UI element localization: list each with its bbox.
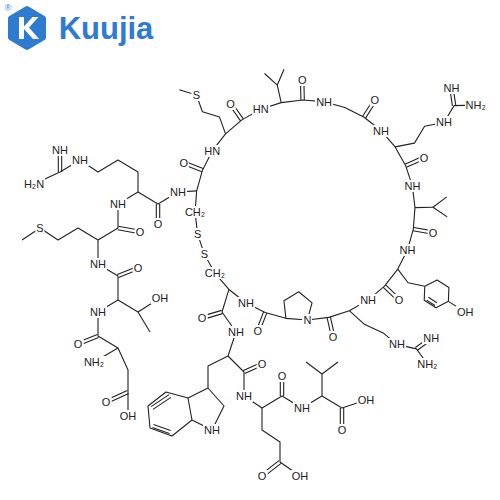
atom-label: OH <box>357 394 376 406</box>
bond-line <box>428 297 436 302</box>
bond-line <box>179 90 225 134</box>
atom-label: NH <box>315 96 333 108</box>
atom-label: NH <box>89 258 107 270</box>
logo-letter-shape <box>19 17 39 39</box>
atom-label: NH <box>388 338 406 350</box>
bond-line <box>153 397 171 409</box>
atom-label: NH <box>203 424 221 436</box>
atom-label: O <box>257 470 268 482</box>
atom-label: S <box>35 222 44 234</box>
atom-label: O <box>133 262 144 274</box>
atom-label: O <box>135 226 146 238</box>
bond-line <box>424 280 449 308</box>
atom-label: NH <box>293 402 311 414</box>
atom-label: NH <box>435 116 453 128</box>
bond-line <box>138 312 150 332</box>
atom-label: O <box>277 370 288 382</box>
bond-line <box>152 428 169 434</box>
bond-line <box>148 392 192 436</box>
atom-label: O <box>370 94 381 106</box>
atom-label: O <box>297 74 308 86</box>
bond-line <box>265 69 285 85</box>
logo-badge <box>11 9 43 47</box>
atom-label: NH <box>422 332 440 344</box>
atom-label: O <box>179 157 190 169</box>
atom-label: O <box>101 396 112 408</box>
atom-label: CH₂ <box>184 206 206 218</box>
bond-line <box>195 100 415 320</box>
atom-label: HN <box>252 103 270 115</box>
bond-line <box>208 356 228 388</box>
bond-line <box>306 362 322 396</box>
atom-label: O <box>394 294 405 306</box>
atom-label: HN <box>203 145 221 157</box>
bond-line <box>154 424 171 430</box>
atom-label: NH <box>403 180 421 192</box>
atom-label: OH <box>119 410 138 422</box>
atom-label: O <box>253 325 264 337</box>
atom-label: NH <box>227 326 245 338</box>
atom-label: H₂N <box>23 178 45 190</box>
atom-label: CH₂ <box>204 267 226 279</box>
atom-label: O <box>153 218 164 230</box>
atom-label: O <box>73 338 84 350</box>
atom-label: S <box>193 228 202 240</box>
atom-label: O <box>328 331 339 343</box>
atom-label: O <box>337 424 348 436</box>
bond-line <box>322 362 338 374</box>
atom-label: NH <box>71 154 89 166</box>
bond-line <box>415 207 433 208</box>
atom-label: N <box>302 314 312 326</box>
bond-line <box>398 269 425 286</box>
bond-line <box>277 85 281 103</box>
bond-line <box>349 311 427 364</box>
bond-line <box>118 348 128 416</box>
bond-line <box>222 289 366 408</box>
atom-label: NH <box>372 125 390 137</box>
bond-line <box>98 191 197 348</box>
atom-label: OH <box>151 292 170 304</box>
atom-label: NH <box>399 244 417 256</box>
atom-label: OH <box>291 470 310 482</box>
atom-label: O <box>419 152 430 164</box>
atom-label: NH₂ <box>465 99 487 111</box>
bond-line <box>22 228 98 240</box>
bond-line <box>433 197 447 217</box>
atom-label: NH <box>51 144 69 156</box>
atom-label: OH <box>456 306 475 318</box>
bond-line <box>395 105 476 147</box>
atom-label: NH <box>237 297 255 309</box>
bond-line <box>262 408 300 476</box>
atom-label: S <box>192 89 201 101</box>
atom-label: O <box>197 312 208 324</box>
atom-label: O <box>257 358 268 370</box>
atom-label: O <box>225 98 236 110</box>
atom-label: NH <box>169 186 187 198</box>
atom-label: NH <box>89 306 107 318</box>
atom-label: NH <box>359 294 377 306</box>
atom-label: O <box>428 227 439 239</box>
atom-label: S <box>200 248 209 260</box>
atom-label: NH₂ <box>416 358 438 370</box>
atom-label: NH <box>235 390 253 402</box>
atom-label: NH <box>109 198 127 210</box>
atom-label: NH <box>443 82 461 94</box>
registered-mark: ® <box>4 3 13 13</box>
atom-label: NH₂ <box>83 356 105 368</box>
brand-name: Kuujia <box>58 12 155 46</box>
